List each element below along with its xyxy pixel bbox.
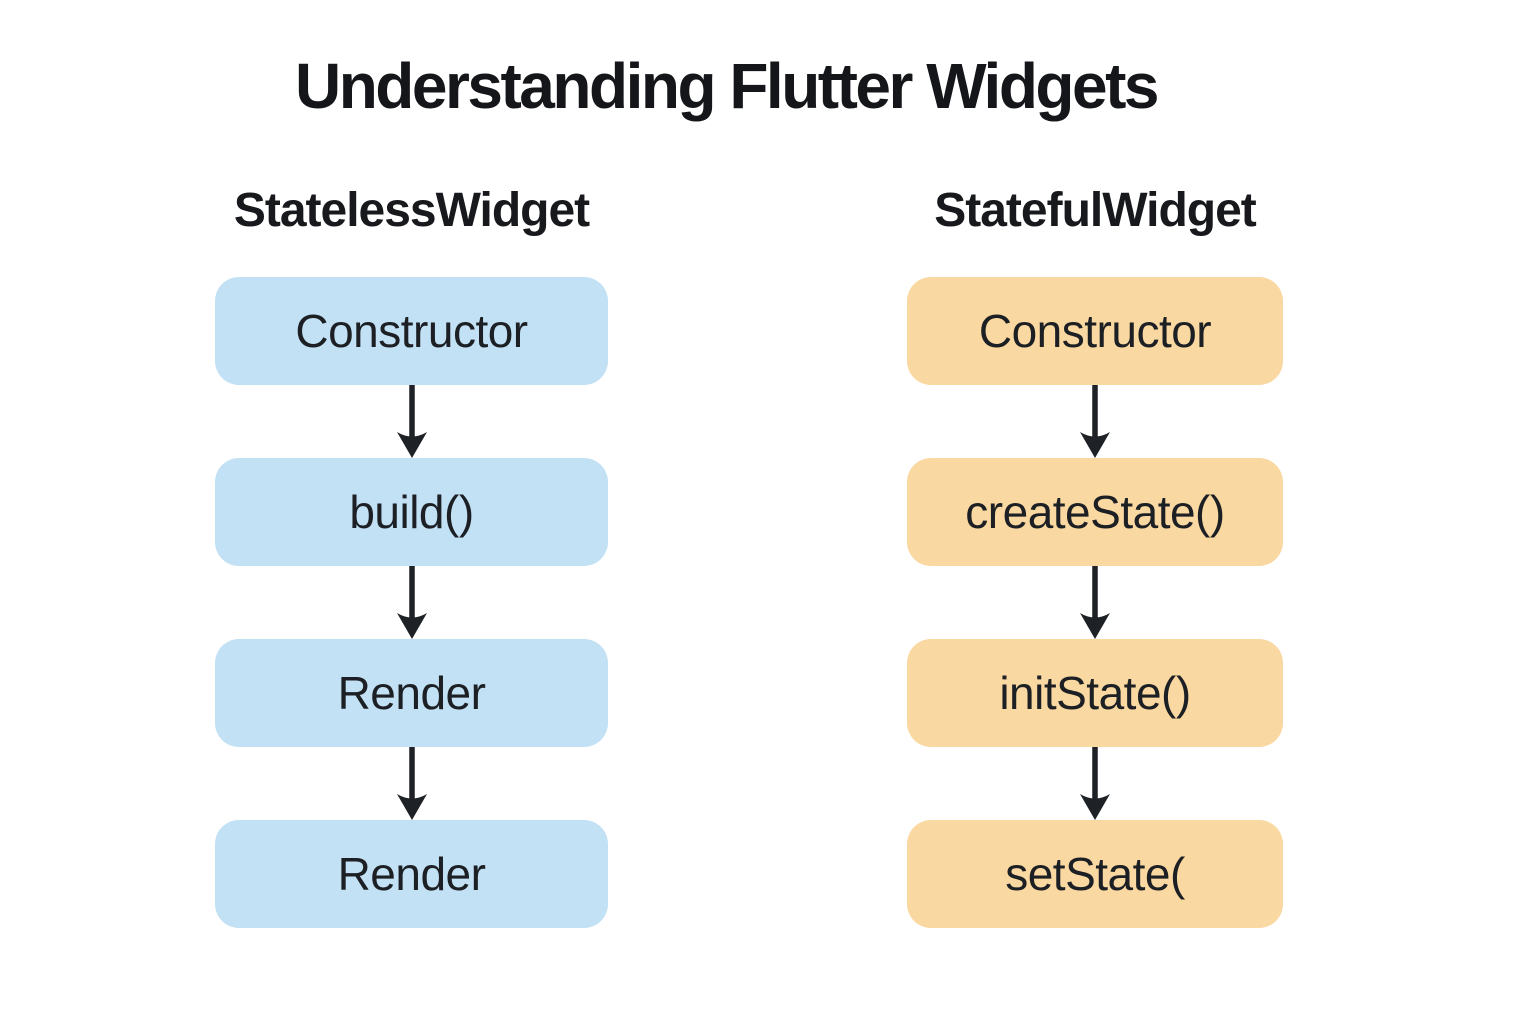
down-arrow-icon — [394, 385, 430, 458]
down-arrow-icon — [1077, 566, 1113, 639]
flow-step-box: createState() — [907, 458, 1283, 566]
column-header-stateless: StatelessWidget — [233, 184, 590, 237]
down-arrow-icon — [394, 747, 430, 820]
stateful-widget-column: StatefulWidget Constructor createState()… — [907, 185, 1283, 928]
flow-step-box: Constructor — [215, 277, 608, 385]
flow-step-box: Constructor — [907, 277, 1283, 385]
stateless-widget-column: StatelessWidget Constructor build() Rend… — [215, 185, 608, 928]
flow-step-box: Render — [215, 639, 608, 747]
page-title: Understanding Flutter Widgets — [294, 50, 1160, 122]
down-arrow-icon — [394, 566, 430, 639]
flow-step-box: initState() — [907, 639, 1283, 747]
flow-step-box: setState( — [907, 820, 1283, 928]
column-header-stateful: StatefulWidget — [934, 184, 1257, 237]
flow-step-box: build() — [215, 458, 608, 566]
down-arrow-icon — [1077, 747, 1113, 820]
flow-step-box: Render — [215, 820, 608, 928]
down-arrow-icon — [1077, 385, 1113, 458]
